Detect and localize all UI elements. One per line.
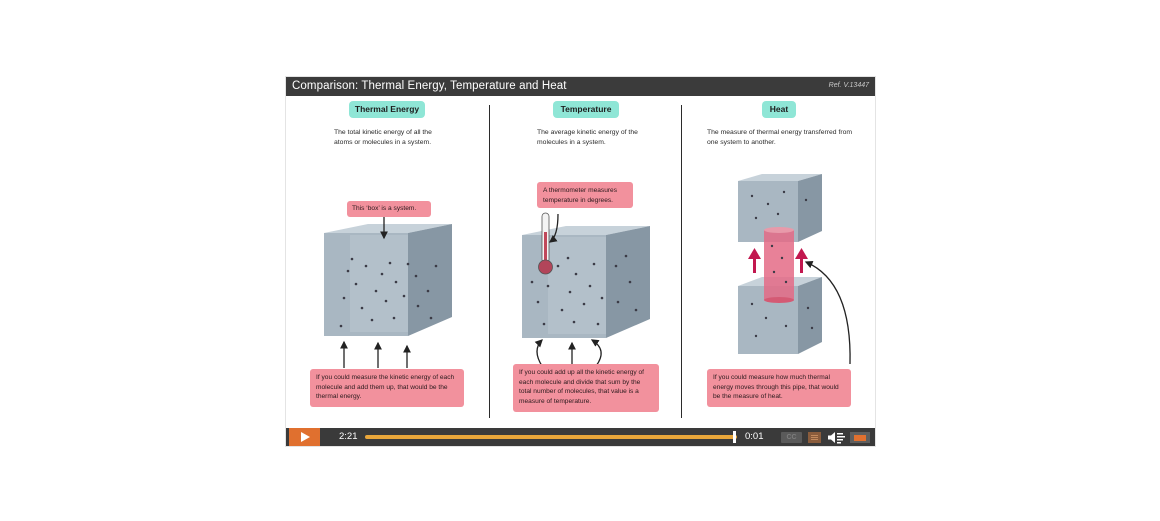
description-heat: The measure of thermal energy transferre… <box>707 129 853 146</box>
play-button[interactable] <box>289 428 320 446</box>
reference-number: Ref. V.13447 <box>828 82 869 89</box>
system-box-illustration <box>324 224 452 336</box>
callout-heat: If you could measure how much thermal en… <box>707 369 851 407</box>
description-temperature: The average kinetic energy of the molecu… <box>537 129 638 146</box>
volume-icon <box>828 432 845 444</box>
heat-transfer-illustration <box>738 174 822 354</box>
lesson-title: Comparison: Thermal Energy, Temperature … <box>292 80 567 92</box>
player-controls: 2:21 0:01 CC <box>286 428 875 446</box>
upward-arrows <box>748 248 808 273</box>
molecules-box-2 <box>530 254 638 326</box>
slide-stage: Thermal Energy The total kinetic energy … <box>286 96 875 428</box>
molecules-box-1 <box>339 257 438 328</box>
description-thermal-energy: The total kinetic energy of all the atom… <box>334 129 432 146</box>
illustrations <box>324 174 851 368</box>
video-player: Comparison: Thermal Energy, Temperature … <box>286 77 875 446</box>
playback-speed-button[interactable] <box>850 432 870 443</box>
column-divider <box>681 105 682 418</box>
menu-button[interactable] <box>808 432 821 443</box>
time-elapsed: 2:21 <box>339 431 358 442</box>
heading-temperature: Temperature <box>553 101 619 118</box>
callout-temperature: If you could add up all the kinetic ener… <box>513 364 659 412</box>
volume-button[interactable] <box>827 431 847 444</box>
seek-bar[interactable] <box>365 435 737 439</box>
callout-thermometer: A thermometer measures temperature in de… <box>537 182 633 208</box>
heading-thermal-energy: Thermal Energy <box>349 101 425 118</box>
closed-captions-button[interactable]: CC <box>781 432 802 443</box>
callout-system: This ‘box’ is a system. <box>347 201 431 217</box>
time-remaining: 0:01 <box>745 431 764 442</box>
heading-heat: Heat <box>762 101 796 118</box>
thermometer-icon <box>538 212 553 275</box>
callout-thermal-energy: If you could measure the kinetic energy … <box>310 369 464 407</box>
molecules-heat <box>750 190 814 338</box>
column-divider <box>489 105 490 418</box>
seek-handle[interactable] <box>733 431 737 443</box>
title-bar: Comparison: Thermal Energy, Temperature … <box>286 77 875 96</box>
